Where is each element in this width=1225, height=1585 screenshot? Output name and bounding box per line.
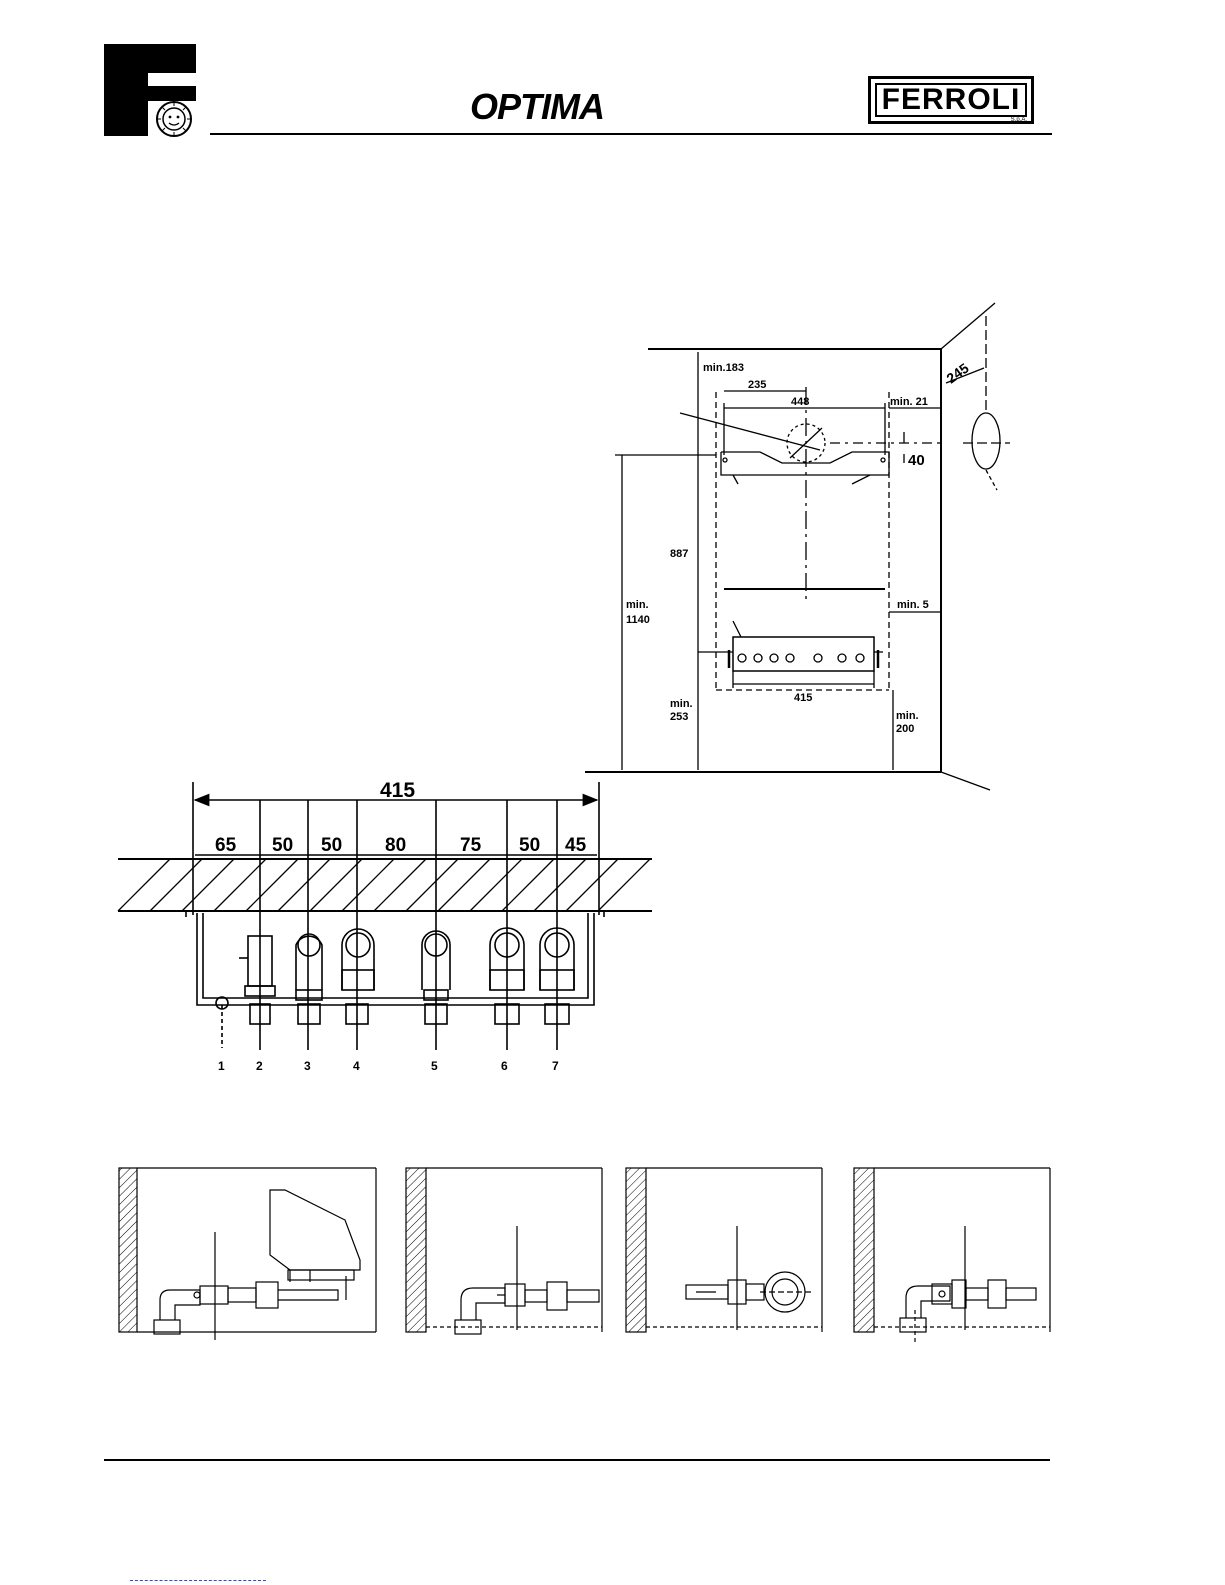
footer-dashed-link — [130, 1580, 266, 1582]
fitting-detail-2 — [406, 1168, 602, 1334]
fitting-detail-4 — [854, 1168, 1050, 1345]
fitting-detail-1 — [119, 1168, 376, 1340]
footer-rule — [104, 1459, 1050, 1461]
fitting-detail-3 — [626, 1168, 822, 1332]
